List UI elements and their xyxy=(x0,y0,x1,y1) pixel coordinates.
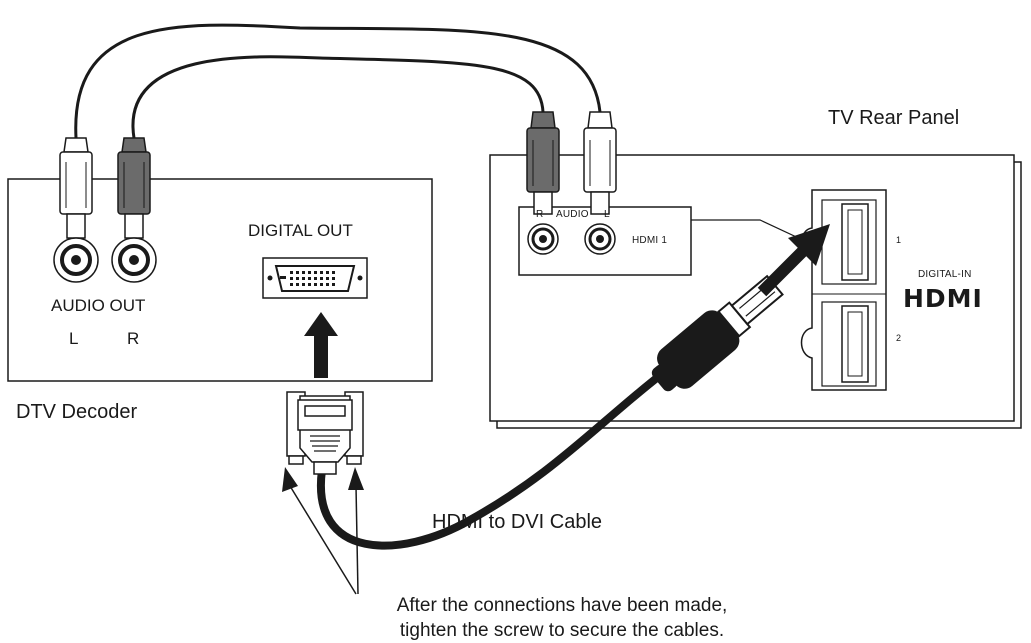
tv-hdmi-port-1 xyxy=(821,199,877,285)
tv-rca-plug-red xyxy=(526,111,560,215)
arrow-to-hdmi-port xyxy=(757,224,830,297)
dvi-port xyxy=(262,257,368,299)
dvi-plug xyxy=(286,391,364,475)
tv-audio-r-label: R xyxy=(536,209,544,220)
instruction-note: After the connections have been made, ti… xyxy=(352,593,772,643)
tv-audio-jack-r xyxy=(527,223,559,255)
digital-in-label: DIGITAL-IN xyxy=(918,269,972,280)
audio-cable-white xyxy=(74,23,602,139)
tv-audio-l-label: L xyxy=(604,209,610,220)
hdmi-dvi-cable xyxy=(316,356,684,550)
audio-cable-red xyxy=(131,55,545,139)
audio-left-label: L xyxy=(69,329,79,348)
tv-rear-panel-label: TV Rear Panel xyxy=(828,107,960,129)
port-2-label: 2 xyxy=(896,333,902,343)
audio-right-label: R xyxy=(127,329,140,348)
arrow-to-right-screw xyxy=(348,467,364,595)
digital-out-label: DIGITAL OUT xyxy=(248,221,353,240)
instruction-line-1: After the connections have been made, xyxy=(396,595,728,616)
arrow-up-to-dvi-port xyxy=(304,312,338,378)
audio-out-label: AUDIO OUT xyxy=(51,296,146,315)
tv-hdmi-port-2 xyxy=(821,301,877,387)
cable-name-label: HDMI to DVI Cable xyxy=(432,511,603,533)
decoder-audio-jack-r xyxy=(111,237,157,283)
dtv-decoder-label: DTV Decoder xyxy=(16,401,138,423)
tv-audio-label: AUDIO xyxy=(556,209,589,220)
hdmi-logo: HDMI xyxy=(903,284,983,313)
hdmi1-label: HDMI 1 xyxy=(632,235,668,246)
arrow-to-left-screw xyxy=(282,467,357,595)
tv-audio-jack-l xyxy=(584,223,616,255)
port-1-label: 1 xyxy=(896,235,902,245)
instruction-line-2: tighten the screw to secure the cables. xyxy=(399,620,725,641)
tv-rca-plug-white xyxy=(583,111,617,215)
decoder-audio-jack-l xyxy=(53,237,99,283)
